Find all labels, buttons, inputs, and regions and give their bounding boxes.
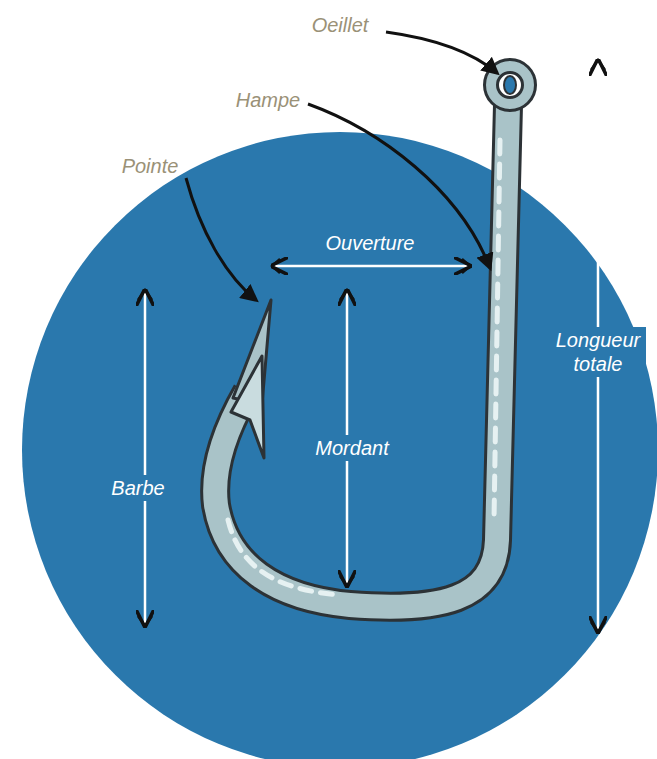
part-name: Hampe (236, 88, 300, 112)
dimension-label: Ouverture (323, 230, 418, 256)
dimension-label: Barbe (108, 475, 167, 501)
background-disc (22, 132, 657, 759)
leader-arrows (186, 32, 497, 300)
dimension-label: Longueur totale (550, 327, 646, 377)
part-name: Oeillet (312, 13, 369, 37)
dimension-arrows (145, 62, 598, 630)
hook (215, 66, 529, 607)
dimension-label: Mordant (312, 435, 391, 461)
dimension-arrowheads (138, 60, 605, 632)
part-name: Pointe (122, 154, 179, 178)
